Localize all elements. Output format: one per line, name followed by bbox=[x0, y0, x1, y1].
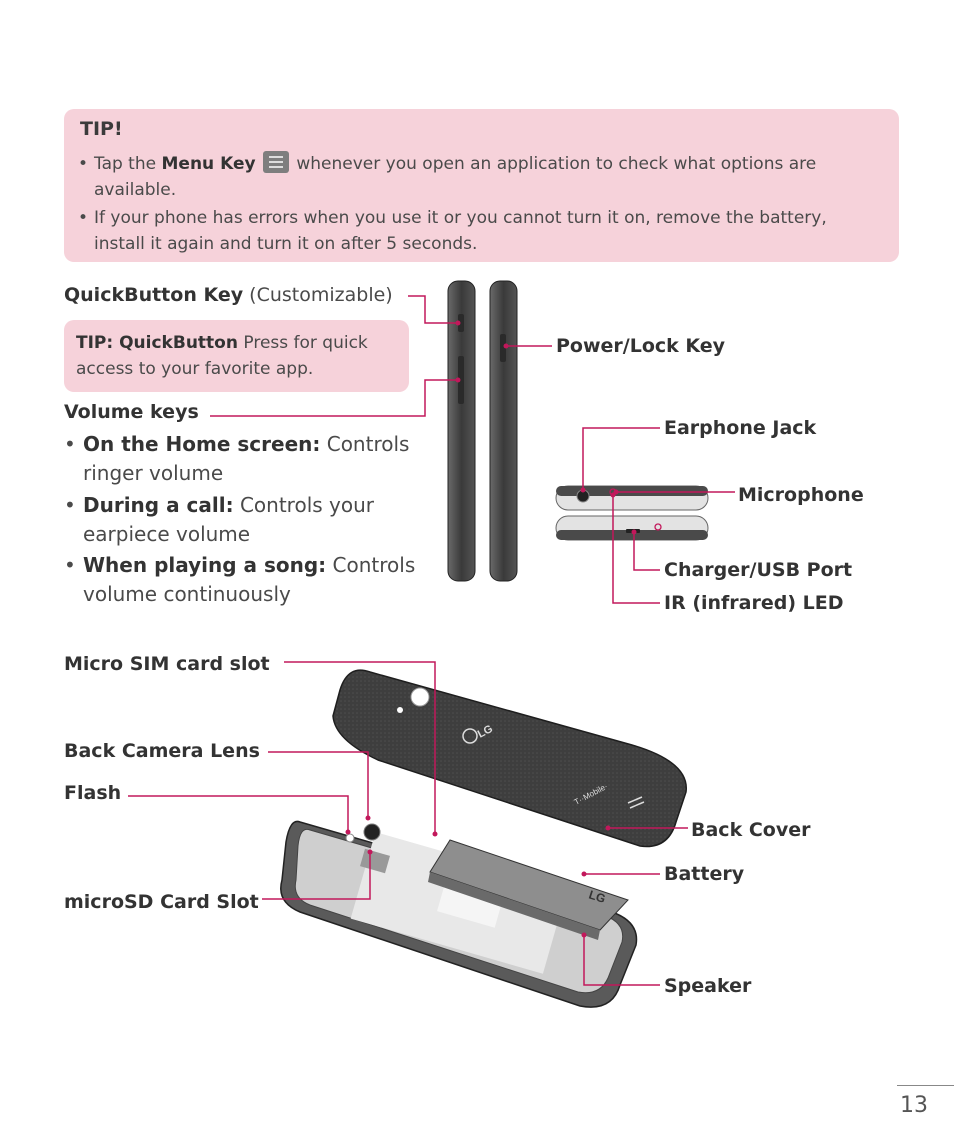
page-number: 13 bbox=[900, 1093, 928, 1118]
quickbutton-tip-text: TIP: QuickButton Press for quick access … bbox=[76, 333, 368, 379]
volume-keys-label: Volume keys bbox=[64, 401, 199, 423]
battery-label: Battery bbox=[664, 863, 745, 885]
micro-sim-label: Micro SIM card slot bbox=[64, 653, 270, 675]
speaker-label: Speaker bbox=[664, 975, 752, 997]
power-lock-label: Power/Lock Key bbox=[556, 335, 726, 357]
ir-led-label: IR (infrared) LED bbox=[664, 592, 844, 614]
quickbutton-tip-box bbox=[64, 320, 409, 392]
battery: LG bbox=[428, 839, 629, 940]
volume-item-song: • When playing a song: Controls volume c… bbox=[64, 553, 416, 606]
earphone-jack-label: Earphone Jack bbox=[664, 417, 817, 439]
phone-side-right bbox=[489, 280, 518, 582]
callout-dots bbox=[345, 320, 637, 938]
phone-side-left bbox=[447, 280, 476, 582]
phone-top-edge bbox=[555, 485, 709, 511]
volume-item-call: • During a call: Controls your earpiece … bbox=[64, 493, 375, 546]
back-camera-label: Back Camera Lens bbox=[64, 740, 260, 762]
back-cover-label: Back Cover bbox=[691, 819, 811, 841]
tip-title: TIP! bbox=[80, 118, 123, 140]
bullet: • bbox=[78, 154, 89, 174]
microsd-label: microSD Card Slot bbox=[64, 891, 259, 913]
tip-bullet-1: Tap the Menu Key whenever you open an ap… bbox=[94, 151, 884, 203]
quickbutton-label: QuickButton Key (Customizable) bbox=[64, 284, 393, 306]
menu-key-label: Menu Key bbox=[161, 154, 256, 174]
back-cover: LG T··Mobile· bbox=[332, 669, 687, 848]
page-number-rule bbox=[897, 1085, 954, 1086]
charger-usb-label: Charger/USB Port bbox=[664, 559, 853, 581]
menu-key-icon bbox=[262, 151, 289, 173]
phone-bottom-edge bbox=[555, 515, 709, 541]
bullet: • bbox=[78, 208, 89, 228]
volume-item-home: • On the Home screen: Controls ringer vo… bbox=[64, 432, 410, 485]
callout-lines bbox=[128, 295, 735, 986]
flash-label: Flash bbox=[64, 782, 122, 804]
battery-brand: LG bbox=[587, 888, 607, 906]
tip-bullet-2: If your phone has errors when you use it… bbox=[94, 208, 827, 254]
tip-box bbox=[64, 109, 899, 262]
microphone-label: Microphone bbox=[738, 484, 864, 506]
